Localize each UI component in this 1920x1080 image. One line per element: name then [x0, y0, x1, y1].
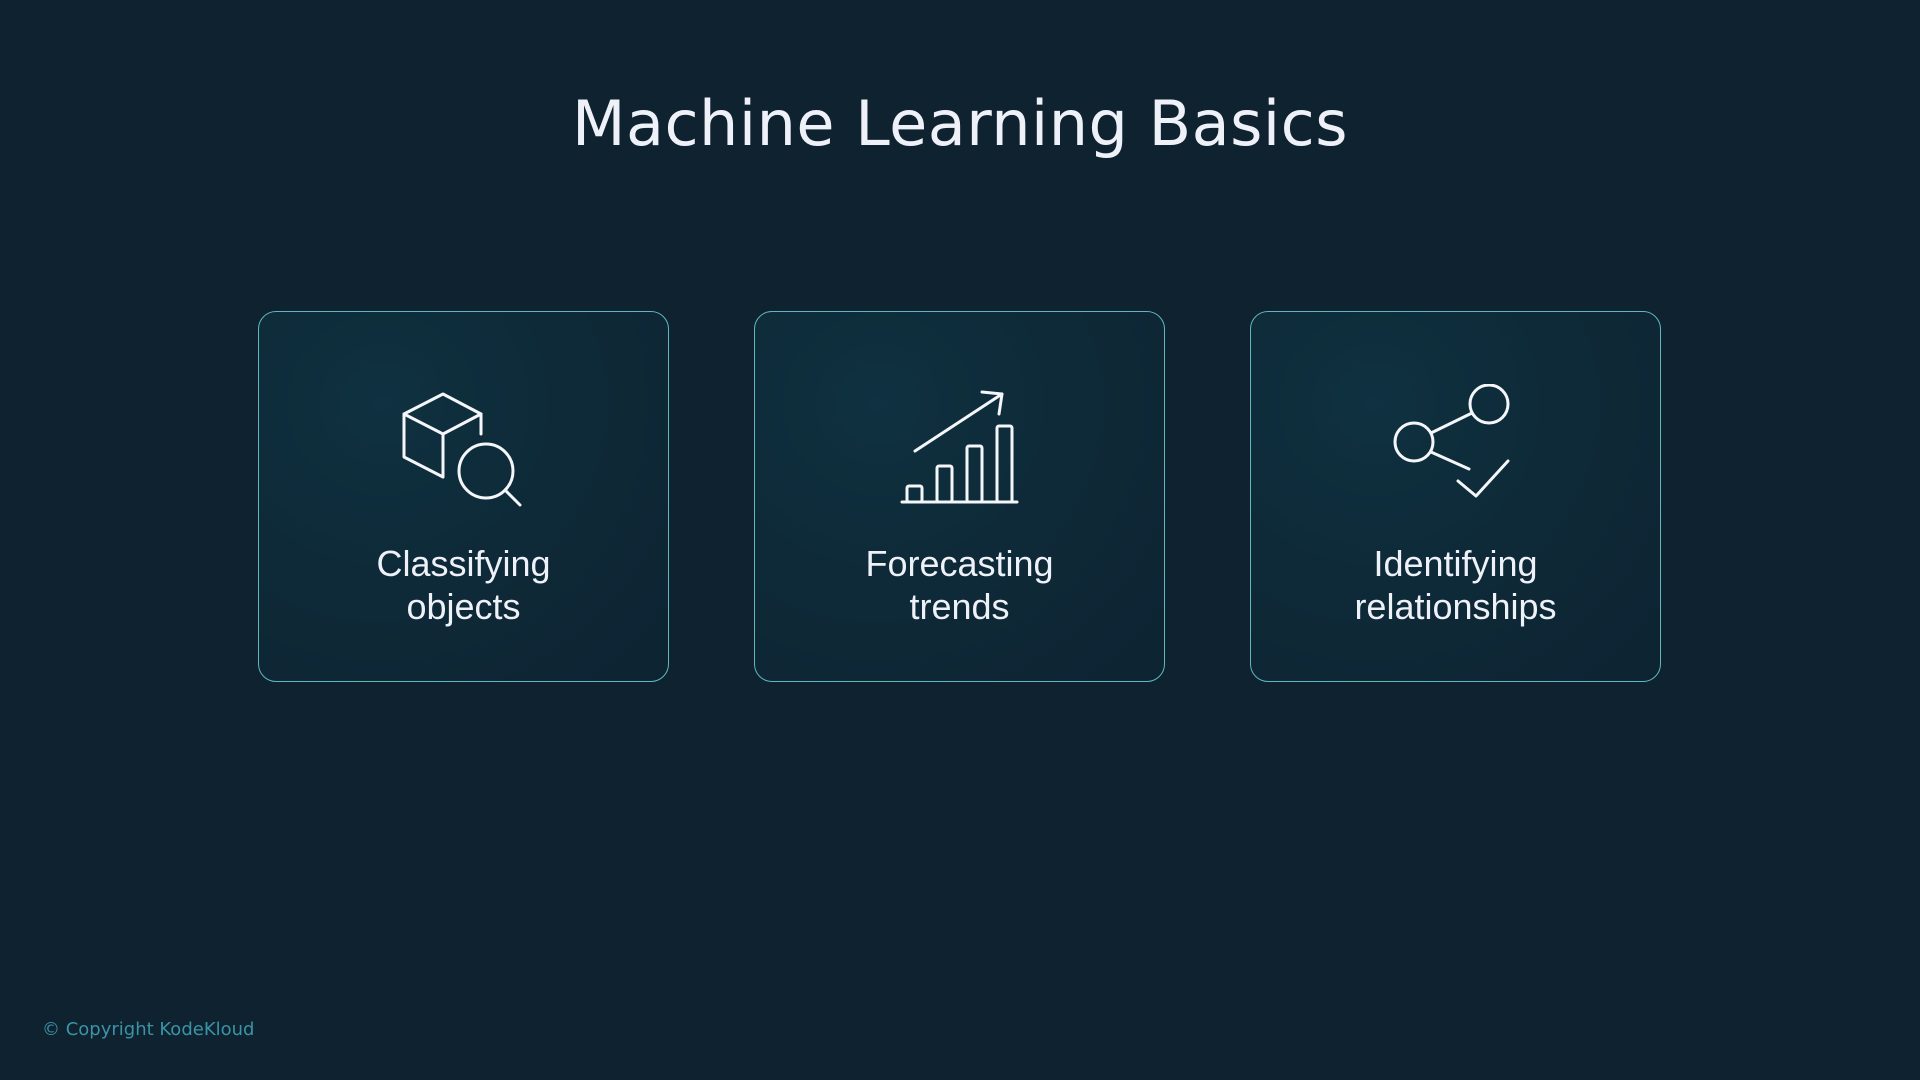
card-label: Identifying relationships	[1251, 542, 1660, 628]
card-identifying-relationships: Identifying relationships	[1250, 311, 1661, 682]
slide-title: Machine Learning Basics	[571, 87, 1349, 160]
card-label-line2: objects	[406, 586, 521, 627]
share-nodes-check-icon	[1391, 384, 1521, 514]
card-row: Classifying objects	[258, 311, 1663, 684]
card-label: Classifying objects	[259, 542, 668, 628]
card-label-line2: trends	[909, 586, 1010, 627]
card-label: Forecasting trends	[755, 542, 1164, 628]
copyright-notice: © Copyright KodeKloud	[42, 1019, 255, 1040]
card-label-line1: Forecasting	[865, 543, 1054, 584]
bar-chart-trend-icon	[895, 384, 1025, 514]
cube-search-icon	[399, 384, 529, 514]
card-label-line1: Classifying	[376, 543, 551, 584]
card-classifying-objects: Classifying objects	[258, 311, 669, 682]
card-forecasting-trends: Forecasting trends	[754, 311, 1165, 682]
card-label-line2: relationships	[1354, 586, 1557, 627]
card-label-line1: Identifying	[1373, 543, 1538, 584]
